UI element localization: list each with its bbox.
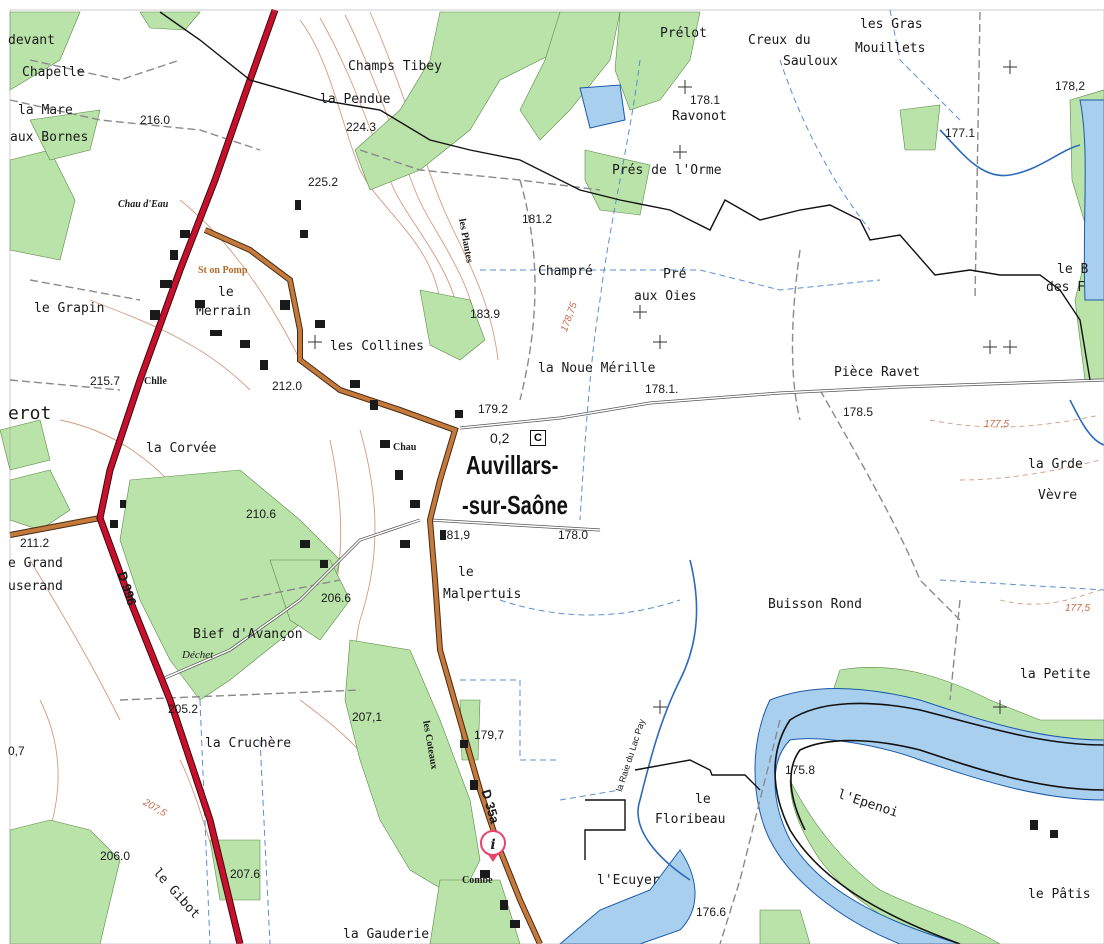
small-label: Chau d'Eau (118, 199, 169, 210)
place-label: le Grapin (34, 301, 105, 316)
place-label: Buisson Rond (768, 597, 862, 612)
place-label: Pièce Ravet (834, 365, 921, 380)
altitude-label: 205.2 (168, 702, 199, 716)
place-label: Prés de l'Orme (612, 163, 722, 178)
small-label: Combe (462, 875, 493, 886)
place-label: le (458, 565, 474, 580)
altitude-label: 178.5 (843, 405, 874, 419)
town-name-line2: -sur-Saône (462, 490, 568, 520)
place-label: la Corvée (146, 441, 217, 456)
place-label: la Pendue (320, 92, 391, 107)
small-label: St on Pomp (198, 265, 248, 276)
contour-label: 177,5 (984, 419, 1010, 430)
place-label: Ravonot (672, 109, 727, 124)
place-label: Merrain (196, 304, 251, 319)
altitude-label: 179,7 (474, 728, 505, 742)
tracks (9, 11, 981, 944)
place-label: Bief d'Avançon (193, 627, 303, 642)
altitude-label: 0,7 (8, 744, 25, 758)
place-label: le (695, 792, 711, 807)
town-name-line1: Auvillars- (466, 450, 559, 480)
place-label: Champré (538, 264, 593, 279)
place-label: la Noue Mérille (538, 361, 656, 376)
place-label: le Pâtis (1028, 887, 1091, 902)
altitude-label: 211.2 (20, 536, 50, 550)
place-label: Champs Tibey (348, 59, 442, 74)
altitude-label: 178.0 (558, 528, 589, 542)
altitude-label: 178.1 (690, 93, 721, 107)
altitude-label: 178.1. (645, 382, 679, 396)
place-label: Malpertuis (443, 587, 522, 602)
altitude-label: 0,2 (490, 430, 510, 446)
altitude-label: 207.6 (230, 867, 261, 881)
main-road (96, 8, 279, 944)
place-label: aux Oies (634, 289, 697, 304)
survey-crosses (308, 60, 1017, 714)
altitude-label: 225.2 (308, 175, 339, 189)
place-label: l'Ecuyer (597, 873, 660, 888)
small-label: Chau (393, 442, 417, 453)
secondary-roads-fill (9, 228, 542, 944)
altitude-label: 177.1 (945, 126, 976, 140)
altitude-label: 215.7 (90, 374, 121, 388)
place-label: Prélot (660, 26, 707, 41)
altitude-label: 176.6 (696, 905, 727, 919)
altitude-label: 210.6 (246, 507, 277, 521)
altitude-label: 181.2 (522, 212, 553, 226)
altitude-label: 175.8 (785, 763, 816, 777)
altitude-label: 183.9 (470, 307, 501, 321)
place-label: Floribeau (655, 812, 726, 827)
place-label: e Grand (8, 556, 63, 571)
water-areas (559, 84, 1104, 944)
altitude-label: 207,1 (352, 710, 383, 724)
boundary (159, 11, 1091, 860)
place-label: les Collines (330, 339, 424, 354)
altitude-label: 179.2 (478, 402, 509, 416)
place-label: devant (8, 33, 55, 48)
place-label: Creux du (748, 33, 811, 48)
altitude-label: 178,2 (1055, 79, 1086, 93)
municipality-badge: C (530, 430, 546, 446)
altitude-label: 224.3 (346, 120, 377, 134)
dashed-blue-lines (199, 9, 1104, 944)
altitude-label: 216.0 (140, 113, 171, 127)
place-label: le B (1057, 262, 1089, 277)
altitude-label: 212.0 (272, 379, 303, 393)
place-label: la Grde (1028, 457, 1083, 472)
altitude-label: 181,9 (440, 528, 471, 542)
place-label: la Gauderie (343, 927, 430, 942)
info-icon[interactable]: i (480, 830, 506, 856)
map-frame (9, 9, 1104, 944)
place-label: erot (8, 403, 52, 424)
small-label: Chlle (144, 376, 167, 387)
place-label: Pré (663, 267, 687, 282)
buildings (110, 200, 1058, 928)
place-label: le (218, 285, 234, 300)
place-label: les Gras (860, 17, 923, 32)
contour-label: 177,5 (1065, 603, 1091, 614)
altitude-label: 206.6 (321, 591, 352, 605)
place-label: la Cruchère (205, 736, 292, 751)
small-label: Déchet (182, 649, 214, 661)
place-label: Sauloux (783, 54, 838, 69)
place-label: la Mare (18, 103, 73, 118)
place-label: aux Bornes (10, 130, 89, 145)
place-label: la Petite (1020, 667, 1091, 682)
info-pin-tail (487, 853, 499, 862)
place-label: userand (8, 579, 63, 594)
place-label: Mouillets (855, 41, 926, 56)
streams (637, 129, 1104, 881)
altitude-label: 206.0 (100, 849, 131, 863)
minor-roads-inner (159, 379, 1104, 681)
place-label: des F (1046, 280, 1086, 295)
place-label: Vèvre (1038, 488, 1078, 503)
river-saone (774, 702, 1104, 944)
place-label: Chapelle (22, 65, 85, 80)
